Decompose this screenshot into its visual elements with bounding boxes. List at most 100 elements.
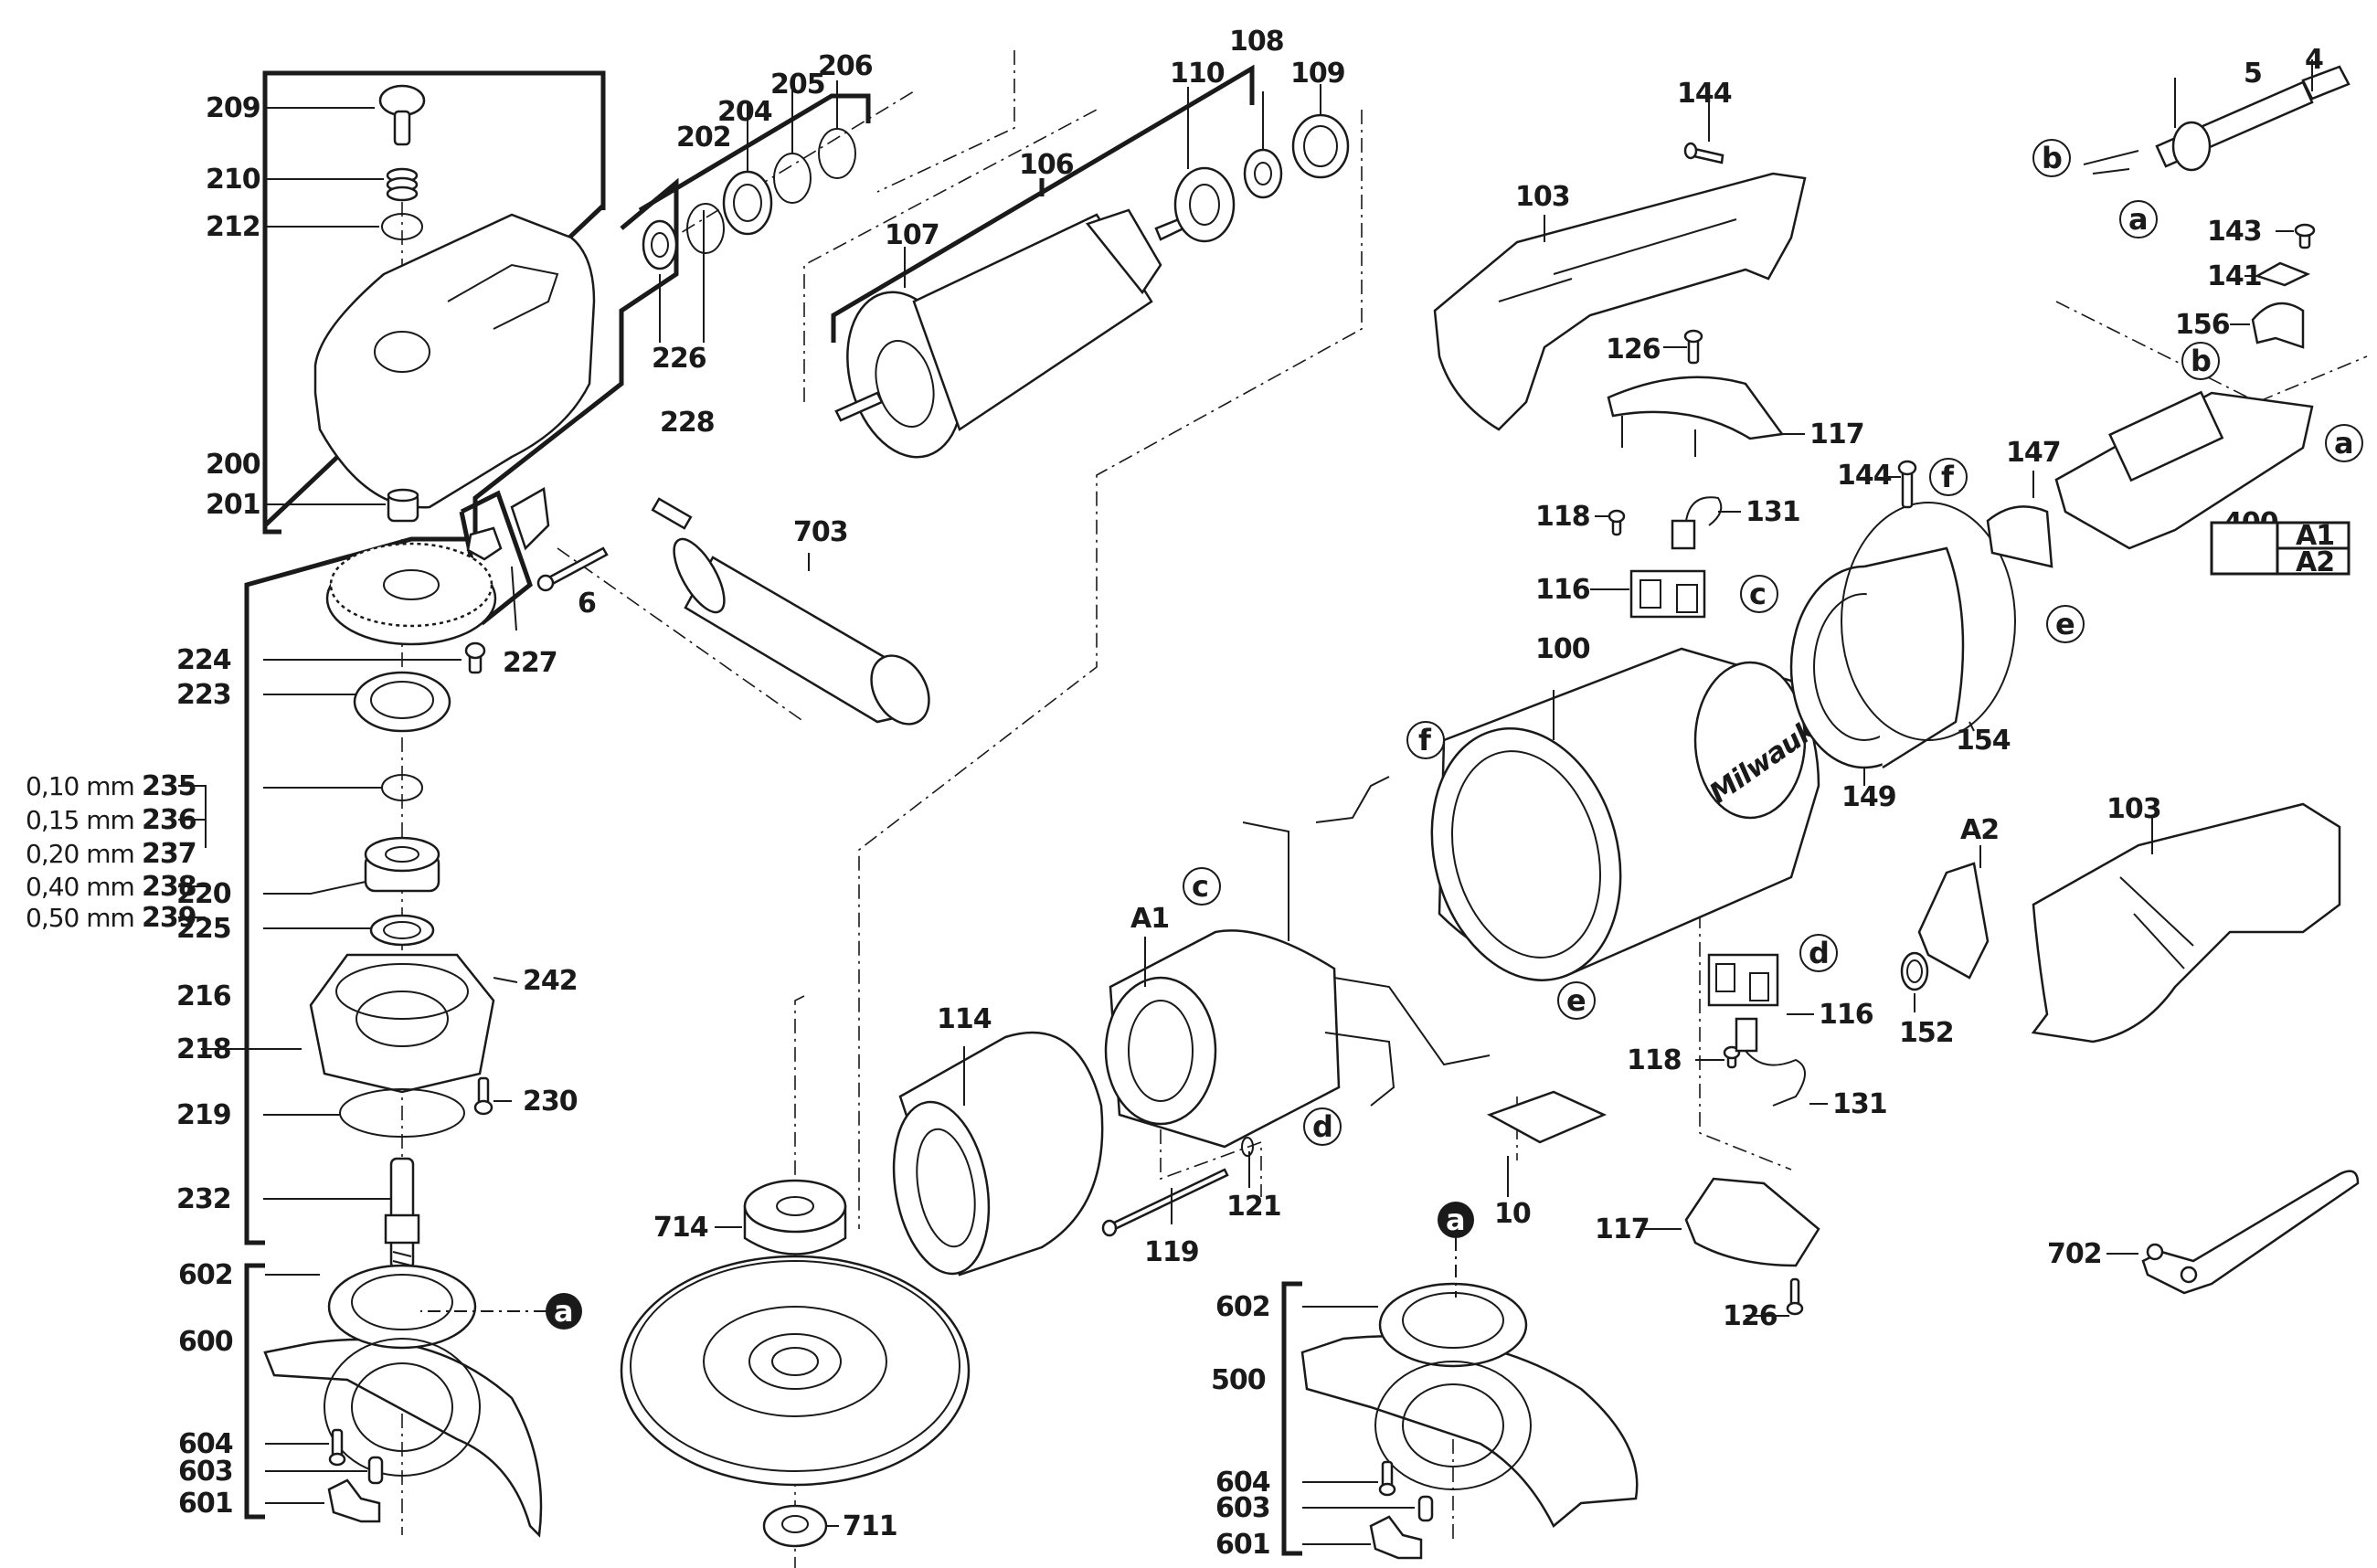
label-237: 237 <box>142 838 196 870</box>
svg-text:b: b <box>2191 344 2212 378</box>
part-116-brush-holder-lower <box>1707 953 1779 1007</box>
part-500-wheel-guard <box>1300 1282 1639 1528</box>
label-156: 156 <box>2175 309 2230 341</box>
shim-thickness-239: 0,50 mm <box>26 903 134 933</box>
housing-bore <box>374 331 430 373</box>
part-212-o-ring <box>381 213 423 240</box>
svg-text:d: d <box>1312 1109 1333 1144</box>
switch-variant-table: A1 A2 <box>2210 520 2350 578</box>
label-239: 239 <box>142 902 196 934</box>
label-242: 242 <box>523 965 578 997</box>
shim-thickness-237: 0,20 mm <box>26 839 134 869</box>
part-pinion-gear <box>510 486 550 551</box>
label-601: 601 <box>178 1488 233 1520</box>
part-144-screw <box>1683 142 1724 164</box>
part-209-lock-button <box>378 84 426 146</box>
part-220-ball-bearing <box>364 836 440 893</box>
marker-a-guard-500: a <box>1438 1202 1474 1238</box>
part-108-ball-bearing <box>1243 148 1283 199</box>
shim-thickness-235: 0,10 mm <box>26 771 134 801</box>
marker-c-upper: c <box>1740 575 1778 613</box>
part-110-ball-bearing <box>1173 166 1236 243</box>
part-126-screw <box>1683 329 1703 365</box>
label-131: 131 <box>1746 496 1800 528</box>
label-232: 232 <box>176 1183 231 1215</box>
label-603-b: 603 <box>1215 1492 1270 1524</box>
part-604-screw-b <box>1378 1460 1396 1497</box>
marker-b-cord: b <box>2032 139 2071 177</box>
part-a2-lock-lever <box>1917 862 1990 980</box>
shim-thickness-labels: 0,10 mm 0,15 mm 0,20 mm 0,40 mm 0,50 mm <box>26 771 135 933</box>
label-236: 236 <box>142 804 196 836</box>
marker-c-stator: c <box>1183 867 1221 906</box>
part-216-flange <box>309 953 495 1094</box>
part-116-brush-holder <box>1629 569 1706 619</box>
marker-a-switch: a <box>2325 424 2363 462</box>
label-4: 4 <box>2305 44 2323 76</box>
label-117-b: 117 <box>1595 1213 1650 1245</box>
label-118-b: 118 <box>1627 1044 1682 1076</box>
label-219: 219 <box>176 1099 231 1131</box>
part-225-seal <box>369 914 435 947</box>
part-210-spring <box>386 167 419 202</box>
part-117-brush-cover-lower <box>1684 1177 1820 1267</box>
svg-text:c: c <box>1192 869 1209 904</box>
marker-d-lower: d <box>1799 934 1838 972</box>
label-6: 6 <box>578 588 596 620</box>
leader-lines <box>178 59 2313 1545</box>
part-703-side-handle <box>651 497 930 726</box>
part-205-ring <box>773 153 812 204</box>
label-703: 703 <box>793 516 848 548</box>
bevel-gear <box>325 542 497 646</box>
label-204: 204 <box>717 96 772 128</box>
part-149-end-cap <box>1789 546 1965 769</box>
svg-text:a: a <box>2334 426 2354 461</box>
part-6-screw <box>536 546 609 592</box>
part-118-screw <box>1608 509 1626 536</box>
label-604: 604 <box>178 1428 233 1460</box>
label-154: 154 <box>1956 725 2011 757</box>
label-500: 500 <box>1211 1364 1266 1396</box>
shim-thickness-238: 0,40 mm <box>26 872 134 902</box>
label-702: 702 <box>2047 1238 2102 1270</box>
part-600-wheel-guard <box>263 1264 543 1538</box>
svg-text:a: a <box>1446 1202 1466 1237</box>
part-230-screw <box>473 1076 493 1116</box>
part-714-inner-flange <box>743 1179 847 1255</box>
part-206-circlip <box>818 128 856 179</box>
marker-f-rear: f <box>1929 458 1968 496</box>
label-227: 227 <box>503 647 557 679</box>
label-152: 152 <box>1899 1017 1954 1049</box>
part-117-brush-cover <box>1607 376 1785 457</box>
label-230: 230 <box>523 1086 578 1118</box>
part-144-screw-rear <box>1897 460 1917 509</box>
label-216: 216 <box>176 980 231 1012</box>
label-224: 224 <box>176 644 231 676</box>
label-126: 126 <box>1606 334 1661 366</box>
label-711: 711 <box>843 1510 897 1542</box>
part-131-carbon-brush <box>1671 496 1723 550</box>
part-202-washer <box>686 203 725 254</box>
part-131-carbon-brush-lower <box>1735 1017 1806 1107</box>
label-226: 226 <box>652 343 706 375</box>
housing-detail <box>447 263 559 330</box>
variant-a1: A1 <box>2296 520 2334 552</box>
label-147: 147 <box>2006 437 2061 469</box>
part-156-cover <box>2251 302 2305 349</box>
bearing-group-bracket <box>638 93 871 213</box>
label-602-b: 602 <box>1215 1291 1270 1323</box>
label-603: 603 <box>178 1456 233 1488</box>
part-10-nameplate <box>1486 1090 1608 1144</box>
label-109: 109 <box>1290 58 1345 90</box>
label-218: 218 <box>176 1033 231 1065</box>
label-117: 117 <box>1809 418 1864 450</box>
part-103-handle-half-upper <box>1433 172 1807 431</box>
label-103: 103 <box>1515 181 1570 213</box>
label-238: 238 <box>142 871 196 903</box>
label-126-b: 126 <box>1723 1300 1777 1332</box>
marker-f-stator: f <box>1406 721 1445 759</box>
svg-text:f: f <box>1418 723 1432 758</box>
svg-text:e: e <box>2055 607 2075 641</box>
armature-group-bracket <box>831 64 1255 343</box>
label-121: 121 <box>1226 1191 1281 1223</box>
